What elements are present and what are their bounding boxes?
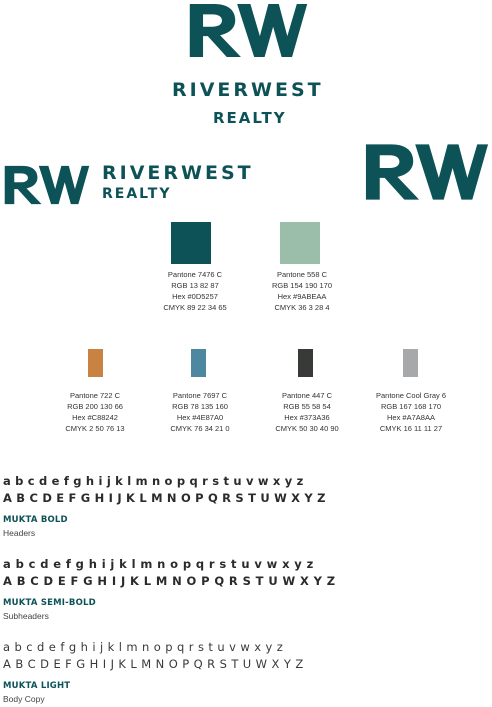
color-name: Pantone Cool Gray 6 xyxy=(375,391,447,400)
font-name: MUKTA LIGHT xyxy=(3,681,71,691)
color-cmyk: CMYK 89 22 34 65 xyxy=(163,303,227,312)
color-info-558: Pantone 558 C RGB 154 190 170 Hex #9ABEA… xyxy=(247,269,357,313)
color-name: Pantone 722 C xyxy=(69,391,121,400)
alphabet-lowercase: a b c d e f g h i j k l m n o p q r s t … xyxy=(3,557,314,571)
font-usage: Body Copy xyxy=(3,694,45,704)
logo-name-line1: RIVERWEST xyxy=(172,79,324,101)
color-name: Pantone 7697 C xyxy=(172,391,228,400)
color-info-447: Pantone 447 C RGB 55 58 54 Hex #373A36 C… xyxy=(252,390,362,434)
type-specimen-bold: a b c d e f g h i j k l m n o p q r s t … xyxy=(3,474,326,538)
logo-monogram-standalone xyxy=(365,144,489,200)
color-hex: Hex #C88242 xyxy=(72,413,118,422)
color-hex: Hex #4E87A0 xyxy=(176,413,224,422)
font-name: MUKTA BOLD xyxy=(3,515,68,525)
color-cmyk: CMYK 36 3 28 4 xyxy=(274,303,330,312)
color-swatch-7476 xyxy=(171,222,211,264)
color-info-722: Pantone 722 C RGB 200 130 66 Hex #C88242… xyxy=(40,390,150,434)
color-rgb: RGB 55 58 54 xyxy=(283,402,331,411)
color-swatch-558 xyxy=(280,222,320,264)
color-hex: Hex #373A36 xyxy=(284,413,330,422)
color-name: Pantone 7476 C xyxy=(167,270,223,279)
logo-monogram-horizontal xyxy=(4,165,90,205)
color-hex: Hex #9ABEAA xyxy=(277,292,327,301)
color-cmyk: CMYK 76 34 21 0 xyxy=(170,424,230,433)
alphabet-lowercase: a b c d e f g h i j k l m n o p q r s t … xyxy=(3,640,284,654)
logo-name-line2: REALTY xyxy=(213,109,287,127)
color-swatch-722 xyxy=(88,349,103,377)
color-info-coolgray6: Pantone Cool Gray 6 RGB 167 168 170 Hex … xyxy=(356,390,466,434)
color-hex: Hex #A7A8AA xyxy=(387,413,435,422)
color-name: Pantone 447 C xyxy=(281,391,333,400)
color-rgb: RGB 13 82 87 xyxy=(171,281,219,290)
alphabet-uppercase: A B C D E F G H I J K L M N O P Q R S T … xyxy=(3,491,326,505)
color-cmyk: CMYK 2 50 76 13 xyxy=(65,424,125,433)
logo-horizontal-name-line2: REALTY xyxy=(102,186,172,202)
color-info-7476: Pantone 7476 C RGB 13 82 87 Hex #0D5257 … xyxy=(140,269,250,313)
alphabet-lowercase: a b c d e f g h i j k l m n o p q r s t … xyxy=(3,474,304,488)
color-swatch-coolgray6 xyxy=(403,349,418,377)
logo-monogram-large xyxy=(189,3,308,58)
color-swatch-447 xyxy=(298,349,313,377)
color-info-7697: Pantone 7697 C RGB 78 135 160 Hex #4E87A… xyxy=(145,390,255,434)
font-name: MUKTA SEMI-BOLD xyxy=(3,598,96,608)
type-specimen-semibold: a b c d e f g h i j k l m n o p q r s t … xyxy=(3,557,336,621)
logo-horizontal-name-line1: RIVERWEST xyxy=(102,162,254,184)
color-rgb: RGB 200 130 66 xyxy=(67,402,123,411)
color-rgb: RGB 78 135 160 xyxy=(172,402,228,411)
font-usage: Subheaders xyxy=(3,611,49,621)
color-swatch-7697 xyxy=(191,349,206,377)
alphabet-uppercase: A B C D E F G H I J K L M N O P Q R S T … xyxy=(3,657,304,671)
color-cmyk: CMYK 16 11 11 27 xyxy=(379,424,443,433)
color-hex: Hex #0D5257 xyxy=(172,292,218,301)
alphabet-uppercase: A B C D E F G H I J K L M N O P Q R S T … xyxy=(3,574,336,588)
color-cmyk: CMYK 50 30 40 90 xyxy=(275,424,339,433)
color-rgb: RGB 154 190 170 xyxy=(271,281,333,290)
color-name: Pantone 558 C xyxy=(276,270,328,279)
font-usage: Headers xyxy=(3,528,36,538)
color-rgb: RGB 167 168 170 xyxy=(380,402,442,411)
type-specimen-light: a b c d e f g h i j k l m n o p q r s t … xyxy=(3,640,304,704)
